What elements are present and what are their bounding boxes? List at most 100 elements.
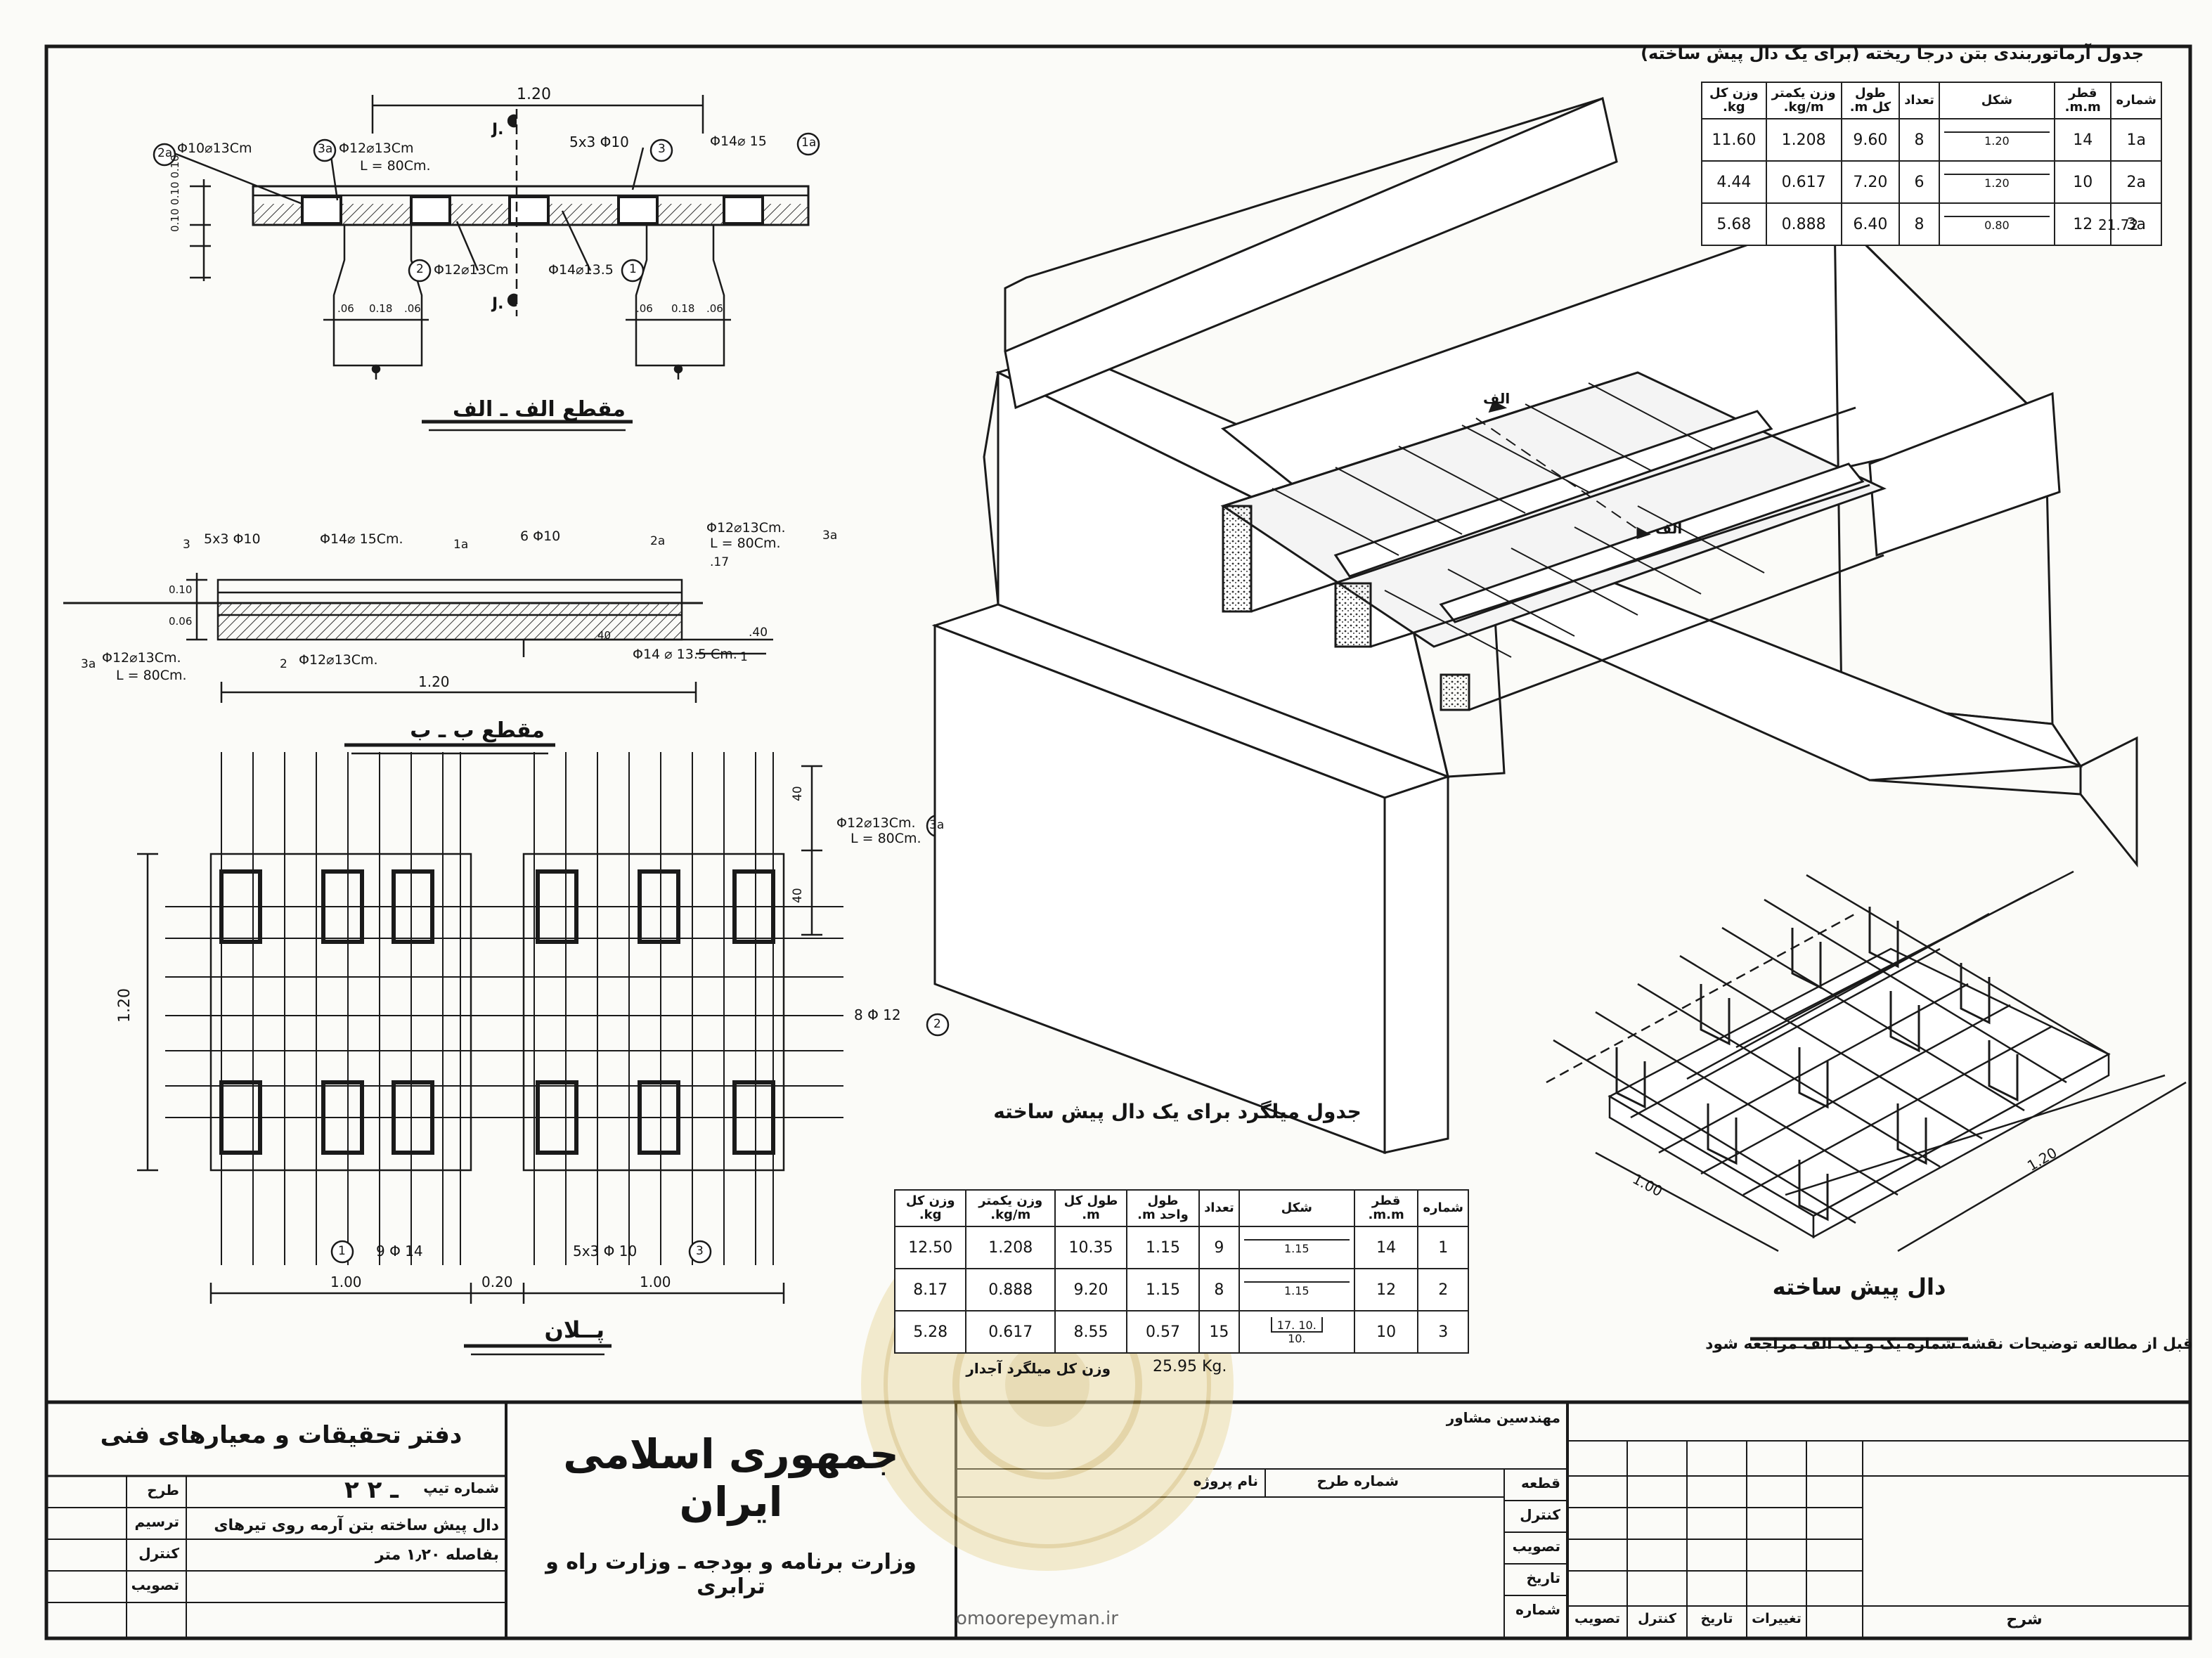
section-b-span: 1.20 [418,673,450,690]
section-a-left-dims: 0.10 0.10 0.10 [169,155,181,232]
section-b-callout-6phi10: 6 Φ10 [520,529,561,544]
section-a-title: مقطع الف ـ الف [452,397,626,422]
table-cell: 9.60 [1840,118,1901,162]
plan-dim-40-mid: 40 [791,888,805,903]
plan-drawing [137,752,843,1356]
section-b-callout-3: 5x3 Φ10 [204,531,261,547]
table-cell: 12 [2053,202,2112,246]
bottom-table-header: شکل [1238,1189,1355,1227]
section-b-callout-3a-right: Φ12⌀13Cm. [706,520,786,536]
approval-row-approve: تصویب [131,1576,179,1593]
status-row-date: تاریخ [1526,1569,1560,1586]
table-cell: 3 [1417,1310,1469,1354]
bar-shape: 1.15 [1243,1238,1350,1255]
status-row-number: شماره [1515,1601,1560,1618]
watermark-url: omoorepeyman.ir [956,1608,1118,1629]
reference-note: قبل از مطالعه توضیحات نقشه شماره یک و یک… [1705,1335,2193,1353]
table-cell: 1a [2110,118,2162,162]
section-b-callout-no-3a-right: 3a [822,529,838,543]
table-cell: 9 [1198,1226,1240,1269]
stirrup-shape: .10 .17 .10 [1270,1317,1323,1345]
section-a-callout-3a-length: L = 80Cm. [360,158,431,174]
table-cell: 11.60 [1701,118,1767,162]
table-cell: 1.208 [965,1226,1056,1269]
table-cell: 14 [1353,1226,1419,1269]
plan-width-right: 1.00 [640,1274,671,1290]
table-cell-shape: 1.15 [1238,1226,1355,1269]
section-a-dim-2: 0.18 [369,302,393,315]
status-row-check: کنترل [1520,1506,1560,1523]
plan-callout-no-3a: 3a [929,818,945,832]
title-block-grid [44,1400,2192,1640]
table-cell-shape: 1.20 [1938,160,2055,204]
iso-section-mark-top: الف [1483,390,1511,407]
table-cell: 0.888 [965,1268,1056,1311]
table-cell: 9.20 [1054,1268,1127,1311]
section-b-callout-3a-left-length: L = 80Cm. [116,668,187,683]
top-table-header: شکل [1938,82,2055,119]
section-b-callout-no-2: 2 [280,657,287,671]
table-cell: 0.888 [1765,202,1842,246]
top-table-header: قطر m.m. [2053,82,2112,119]
table-row: 1 14 1.15 9 1.15 10.35 1.208 12.50 [893,1226,1469,1269]
section-a-callout-circles [153,132,820,283]
section-a-callout-3: 5x3 Φ10 [569,134,629,150]
project-name-label: نام پروژه [1193,1472,1258,1489]
section-b-drawing [63,573,773,755]
table-cell-shape: 0.80 [1938,202,2055,246]
section-b-callout-no-2a: 2a [650,534,666,548]
section-a-callout-3a: Φ12⌀13Cm [339,141,414,156]
approval-row-design: طرح [147,1482,179,1498]
section-b-callout-no-3a-left: 3a [81,657,96,671]
plan-callout-1: 9 Φ 14 [376,1243,423,1259]
table-cell: 15 [1198,1310,1240,1354]
top-table-header: طول کل m. [1840,82,1901,119]
bottom-table-header: طول کل m. [1054,1189,1127,1227]
section-a-callout-no-2: 2 [416,262,424,276]
section-b-callout-1: Φ14 ⌀ 13.5 Cm. [633,647,737,662]
table-cell: 0.617 [1765,160,1842,204]
section-a-callout-no-2a: 2a [157,146,173,160]
table-cell: 8 [1198,1268,1240,1311]
table-cell: 0.617 [965,1310,1056,1354]
table-cell: 14 [2053,118,2112,162]
section-b-left-dim-2: 0.06 [169,615,193,628]
bar-shape: 1.20 [1943,173,2050,190]
table-cell: 8 [1899,118,1940,162]
table-cell: 10 [1353,1310,1419,1354]
table-cell: 8.17 [893,1268,967,1311]
revision-col-approve: تصویب [1574,1611,1620,1626]
sheet-no: ۲ ـ ۲ [344,1476,399,1504]
section-b-callout-3a-right-length: L = 80Cm. [710,536,781,551]
plan-callout-3a-line1: Φ12⌀13Cm. [836,815,916,831]
section-a-dim-3: .06 [404,302,421,315]
section-b-callout-1a-text: Φ14⌀ 15Cm. [320,531,403,547]
section-a-dim-4: .06 [636,302,653,315]
bottom-table-header: شماره [1417,1189,1469,1227]
iso-section-mark-bottom: الف [1655,520,1683,537]
section-a-callout-no-3a: 3a [318,142,333,156]
top-table-title: جدول آرماتوربندی بتن درجا ریخته (برای یک… [1641,44,2144,63]
section-a-dim-5: 0.18 [671,302,695,315]
bottom-table-header: وزن یکمتر kg/m. [965,1189,1056,1227]
section-a-dim-6: .06 [706,302,723,315]
sheet-no-label: شماره تیپ [423,1479,499,1496]
status-row-part: قطعه [1521,1475,1560,1491]
section-b-callout-no-1a: 1a [453,538,469,552]
office-name: دفتر تحقیقات و معیارهای فنی [100,1421,463,1449]
section-b-callout-3a-left: Φ12⌀13Cm. [102,650,181,666]
plan-callout-3a-line2: L = 80Cm. [850,831,921,846]
section-a-span: 1.20 [517,86,551,103]
bottom-table-header: قطر m.m. [1353,1189,1419,1227]
isometric-bridge [931,96,2138,1155]
table-cell: 0.57 [1125,1310,1201,1354]
table-cell: 5.68 [1701,202,1767,246]
top-rebar-table: شماره قطر m.m. شکل تعداد طول کل m. وزن ی… [1701,82,2162,246]
country-name: جمهوری اسلامی ایران [563,1430,899,1526]
plan-width-left: 1.00 [330,1274,362,1290]
table-cell-shape: 1.15 [1238,1268,1355,1311]
section-b-dim-40: .40 [749,626,768,640]
table-cell-shape: .10 .17 .10 [1238,1310,1355,1354]
approval-row-check: کنترل [138,1545,179,1562]
revision-col-check: کنترل [1638,1611,1676,1626]
